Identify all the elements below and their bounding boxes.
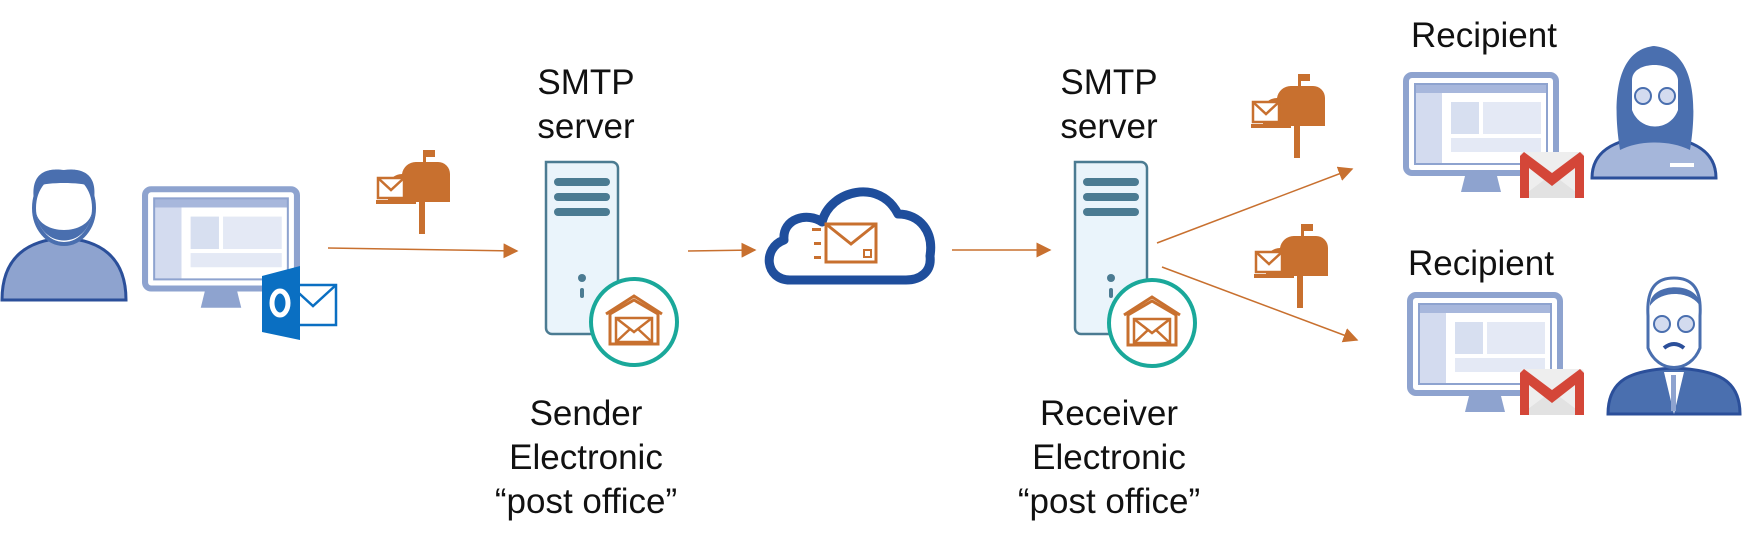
arrow-to-cloud (687, 242, 757, 258)
sender-post-office-label: Sender Electronic “post office” (456, 392, 716, 524)
arrow-to-recipient-1 (1156, 166, 1354, 244)
gmail-icon (1520, 152, 1584, 198)
recipient-1-label: Recipient (1411, 16, 1557, 55)
gmail-icon (1520, 369, 1584, 415)
label-line: Receiver (1039, 394, 1179, 433)
arrow-to-sender-server (327, 243, 519, 259)
mailbox-icon (1251, 72, 1327, 160)
receiver-post-office-icon (1107, 278, 1197, 368)
arrow-to-recipient-2 (1161, 266, 1359, 343)
label-line: server (537, 107, 635, 146)
receiver-post-office-label: Receiver Electronic “post office” (979, 392, 1239, 524)
label-line: SMTP (537, 63, 635, 102)
label-line: “post office” (1017, 482, 1201, 521)
label-line: Electronic (1032, 438, 1186, 477)
sender-smtp-server-label: SMTP server (456, 61, 716, 149)
mailbox-icon (1254, 222, 1330, 310)
outlook-icon (262, 266, 338, 340)
label-line: “post office” (494, 482, 678, 521)
label-line: server (1060, 107, 1158, 146)
label-line: SMTP (1060, 63, 1158, 102)
mailbox-icon (376, 148, 452, 236)
sender-person-icon (0, 169, 128, 302)
label-line: Electronic (509, 438, 663, 477)
female-recipient-icon (1590, 46, 1718, 180)
recipient-2-label: Recipient (1408, 244, 1554, 283)
sender-post-office-icon (589, 277, 679, 367)
cloud-mail-icon (764, 187, 936, 285)
label-line: Sender (529, 394, 643, 433)
receiver-smtp-server-label: SMTP server (979, 61, 1239, 149)
male-recipient-icon (1606, 276, 1742, 416)
